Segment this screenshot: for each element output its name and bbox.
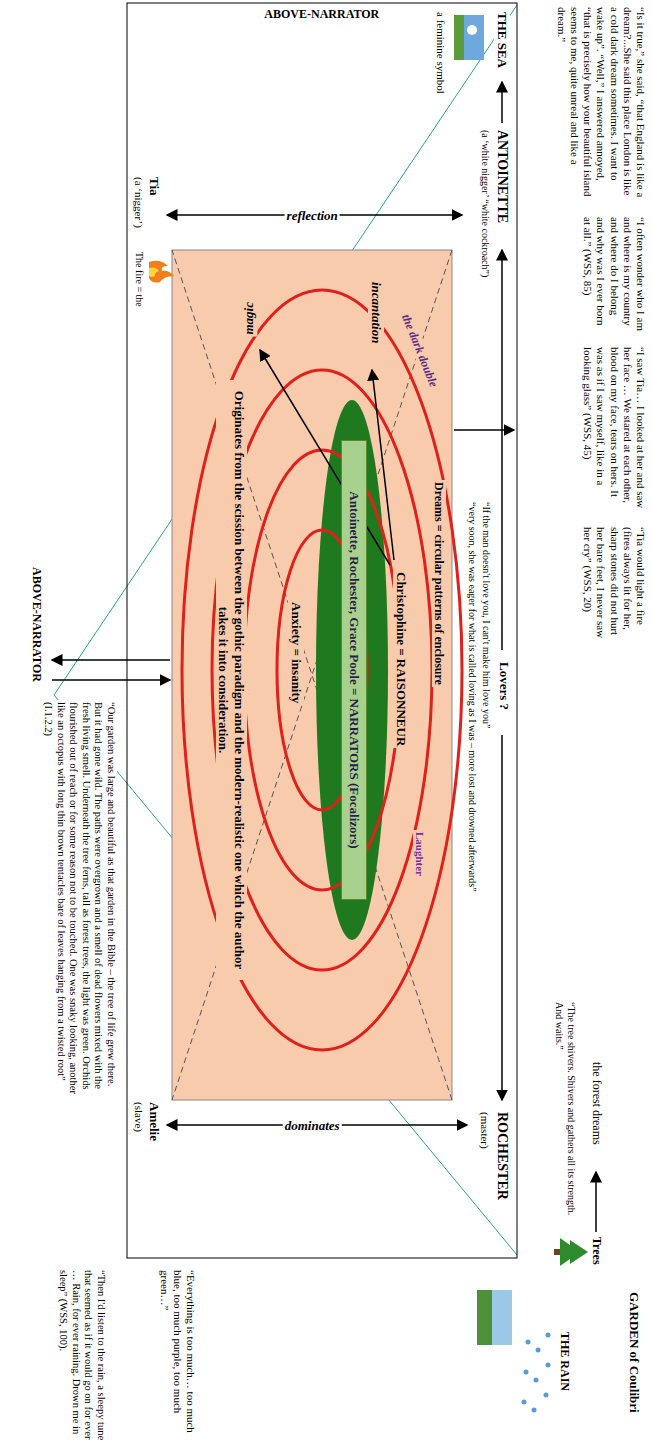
theme-label: incantation [368,280,384,345]
lovers-arrow [501,735,503,1100]
narrator-label: ABOVE-NARRATOR [30,565,44,684]
christophine-arrow [260,350,390,565]
character-name: Tia [146,175,162,198]
theme-label: Laughter [413,830,426,878]
narrator-label: ABOVE-NARRATOR [262,7,381,21]
character-role: (a ‘nigger’) [132,175,145,230]
christophine-arrow [372,370,394,560]
narrators-text: Antoinette, Rochester, Grace Poole = NAR… [346,449,362,891]
lovers-arrow [501,250,503,650]
symbol-title: THE SEA [494,10,510,70]
quote: “The tree shivers. Shivers and gathers a… [553,1000,577,1224]
character-role: (master) [478,1110,491,1151]
quote: “very soon, she was eager for what is ca… [466,500,478,1094]
symbol-note: the forest dreams [590,1060,604,1147]
symbol-title: THE RAIN [558,1330,572,1393]
character-role: (slave) [132,1100,145,1134]
sea-arrow [501,82,503,123]
theme-label: magic [241,300,257,337]
narrators-box: Antoinette, Rochester, Grace Poole = NAR… [341,440,367,900]
place-title: GARDEN of Coulibri [626,1290,642,1415]
quote: “I saw Tia… I looked at her and saw her … [581,345,647,514]
symbol-note: The fire = the [133,250,145,309]
symbol-note: a feminine symbol [434,10,447,96]
quote-arrow [454,429,514,431]
outer-frame [127,3,517,1258]
character-name: ANTOINETTE [493,128,510,225]
quote: “Tia would light a fire (fires always li… [581,525,647,647]
theme-label: Anxiety = insanity [288,600,304,705]
narrator-arrow [52,659,170,661]
theme-label: Dreams = circular patterns of enclosure [432,480,446,687]
character-name: Amelie [146,1100,162,1143]
quote: “Everything is too much… too much blue, … [157,1268,197,1452]
quote: “If the man doesn't love you, I can't ma… [480,500,492,1094]
sea-picture [454,15,484,60]
narrator-arrow [52,679,170,681]
tree-icon [554,1238,588,1266]
theme-label: Christophine = RAISONNEUR [393,570,409,748]
symbol-title: Trees [590,1235,604,1267]
character-epithet: (a ‘white nigger’ “white cockroach”) [479,128,491,282]
relation-label: Lovers ? [496,660,512,712]
relation-label: dominates [283,1117,342,1133]
green-ellipse [316,400,388,940]
quote: “Then I'd listen to the rain, a sleepy t… [57,1268,107,1454]
character-name: ROCHESTER [493,1110,510,1202]
central-box: Originates from the scission between the… [172,250,452,1100]
landscape-picture [477,1290,512,1345]
box-caption: Originates from the scission between the… [216,380,247,980]
quote: “Our garden was large and beautiful as t… [41,700,117,1099]
fire-icon [149,261,174,283]
trees-arrow [595,1172,597,1232]
quote: “I often wonder who I am and where is my… [581,215,647,334]
rain-drops [522,1333,551,1413]
concentric-circles [182,290,462,1050]
relation-label: reflection [285,207,340,223]
quote: “Is it true,” she said, “that England is… [555,5,647,204]
